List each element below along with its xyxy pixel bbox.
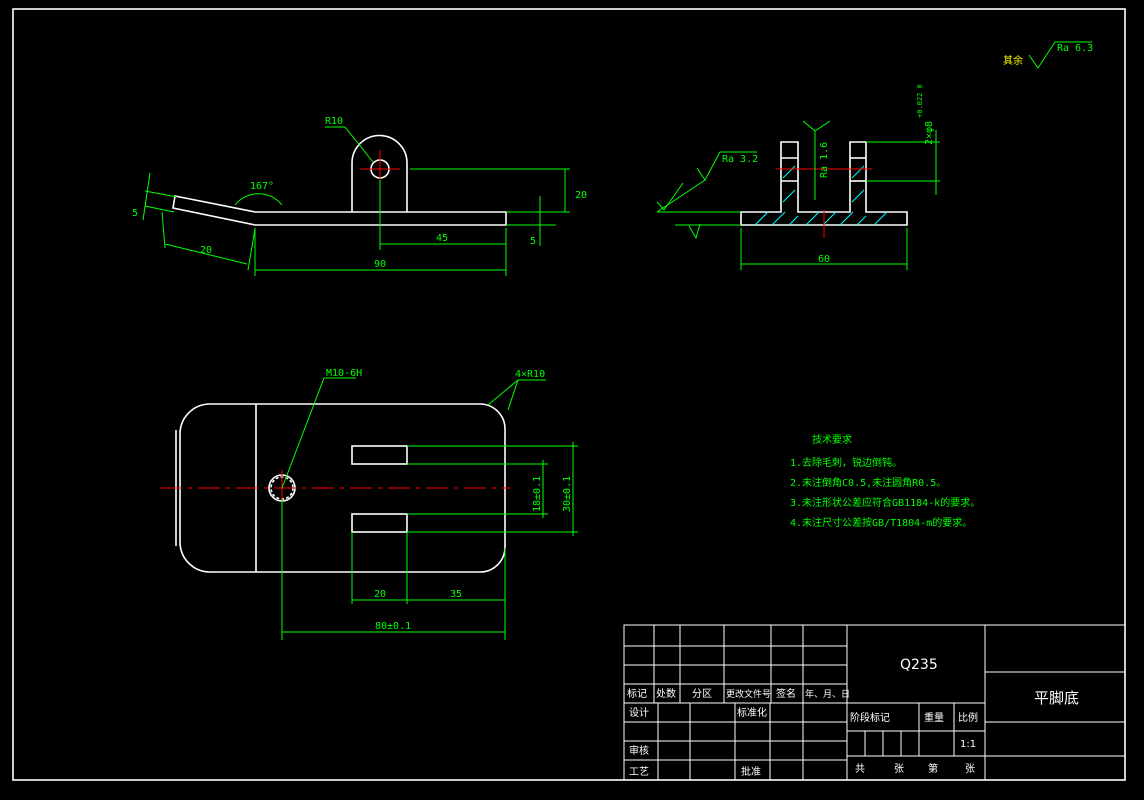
tb-process: 工艺 [629, 766, 649, 778]
side-view: Ra 3.2 Ra 1.6 2×φ8 +0.022 0 60 [656, 84, 940, 270]
tech-title: 技术要求 [812, 433, 852, 446]
ra-3-2: Ra 3.2 [722, 154, 758, 165]
dim-2x8: 2×φ8 [924, 121, 935, 145]
tb-standard: 标准化 [737, 706, 767, 719]
tb-sheet2: 张 [965, 763, 975, 775]
dim-r10: R10 [325, 116, 343, 127]
tb-design: 设计 [629, 706, 649, 719]
dim-90: 90 [374, 259, 386, 270]
dim-18: 18±0.1 [532, 476, 543, 512]
dim-20-slope: 20 [200, 245, 212, 256]
title-block: 标记 处数 分区 更改文件号 签名 年、月、日 设计 标准化 审核 工艺 批准 … [623, 624, 1126, 781]
dim-5-left: 5 [132, 208, 138, 219]
dim-35: 35 [450, 589, 462, 600]
tb-scale: 1:1 [960, 739, 976, 750]
dim-angle-167: 167° [250, 181, 274, 192]
tb-page: 第 [928, 762, 938, 775]
dim-hole-tolerance: +0.022 0 [916, 84, 924, 118]
roughness-others: 其余 Ra 6.3 [1003, 41, 1093, 69]
ra-1-6: Ra 1.6 [819, 142, 830, 178]
tb-col-sign: 签名 [776, 687, 796, 700]
tb-review: 审核 [629, 744, 649, 757]
tech-item-1: 1.去除毛刺，锐边倒钝。 [790, 456, 902, 469]
tb-material: Q235 [900, 657, 938, 673]
tb-approve: 批准 [741, 765, 761, 778]
dim-30: 30±0.1 [562, 476, 573, 512]
dim-80: 80±0.1 [375, 621, 411, 632]
tech-item-2: 2.未注倒角C0.5,未注圆角R0.5。 [790, 476, 946, 489]
dim-20-bottom: 20 [374, 589, 386, 600]
tb-col-doc: 更改文件号 [726, 688, 771, 700]
tb-scale-label: 比例 [958, 711, 978, 724]
tb-col-date: 年、月、日 [805, 688, 850, 700]
tb-col-mark: 标记 [627, 688, 647, 700]
dim-60: 60 [818, 254, 830, 265]
dim-20-height: 20 [575, 190, 587, 201]
dim-m10: M10-6H [326, 368, 362, 379]
tb-total: 共 [855, 763, 865, 775]
tech-item-3: 3.未注形状公差应符合GB1184-k的要求。 [790, 496, 980, 509]
dim-4xr10: 4×R10 [515, 369, 545, 380]
tb-part-name: 平脚底 [1034, 689, 1079, 707]
technical-requirements: 技术要求 1.去除毛刺，锐边倒钝。 2.未注倒角C0.5,未注圆角R0.5。 3… [790, 433, 980, 529]
tb-sheets: 张 [894, 763, 904, 775]
tech-item-4: 4.未注尺寸公差按GB/T1804-m的要求。 [790, 516, 972, 529]
tb-weight: 重量 [924, 711, 944, 724]
front-view: R10 167° 5 20 20 45 5 90 [132, 116, 587, 276]
dim-45: 45 [436, 233, 448, 244]
tb-stage-mark: 阶段标记 [850, 711, 890, 724]
drawing-frame [12, 8, 1126, 781]
tb-col-count: 处数 [656, 687, 676, 700]
dim-5-right: 5 [530, 236, 536, 247]
tb-col-zone: 分区 [692, 688, 712, 700]
others-label: 其余 [1003, 54, 1023, 67]
top-view: 4×R10 M10-6H 18±0.1 30±0.1 20 35 80±0.1 [160, 368, 578, 640]
ra-6-3: Ra 6.3 [1057, 43, 1093, 54]
